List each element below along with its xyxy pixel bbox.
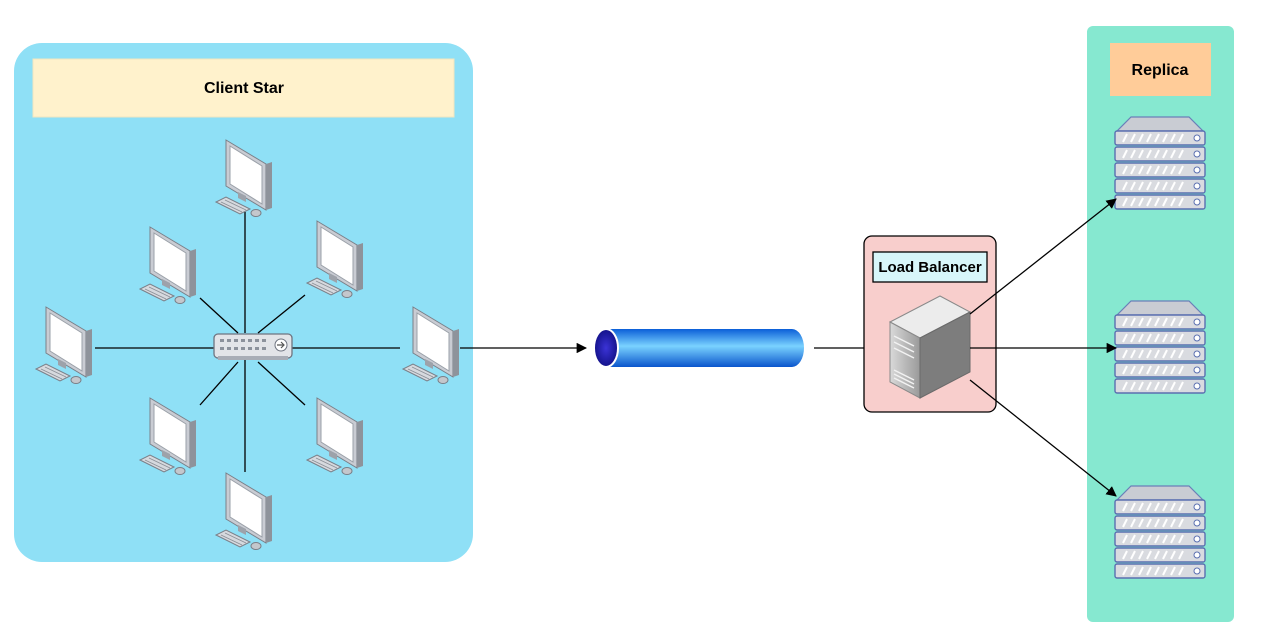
client-star-title-box [32, 58, 455, 118]
network-switch-icon [213, 333, 293, 360]
replica-title-box [1110, 43, 1211, 96]
server-tower-icon [888, 295, 972, 399]
load-balancer-title-box [872, 251, 988, 283]
replica-group: Replica [1087, 26, 1234, 622]
client-star-title: Client Star [204, 80, 284, 97]
star-links [95, 212, 400, 472]
rack-server-icon [1114, 300, 1206, 394]
rack-server-icon [1114, 485, 1206, 579]
pipe-cylinder-icon [593, 328, 804, 368]
client-star-group: Client Star [14, 43, 473, 562]
flow-arrow-lb-to-replica-1 [969, 198, 1117, 315]
load-balancer-group: Load Balancer [863, 235, 997, 413]
rack-server-icon [1114, 116, 1206, 210]
load-balancer-title: Load Balancer [878, 259, 982, 276]
flow-arrow-lb-to-replica-3 [969, 379, 1117, 497]
replica-title: Replica [1132, 62, 1189, 79]
